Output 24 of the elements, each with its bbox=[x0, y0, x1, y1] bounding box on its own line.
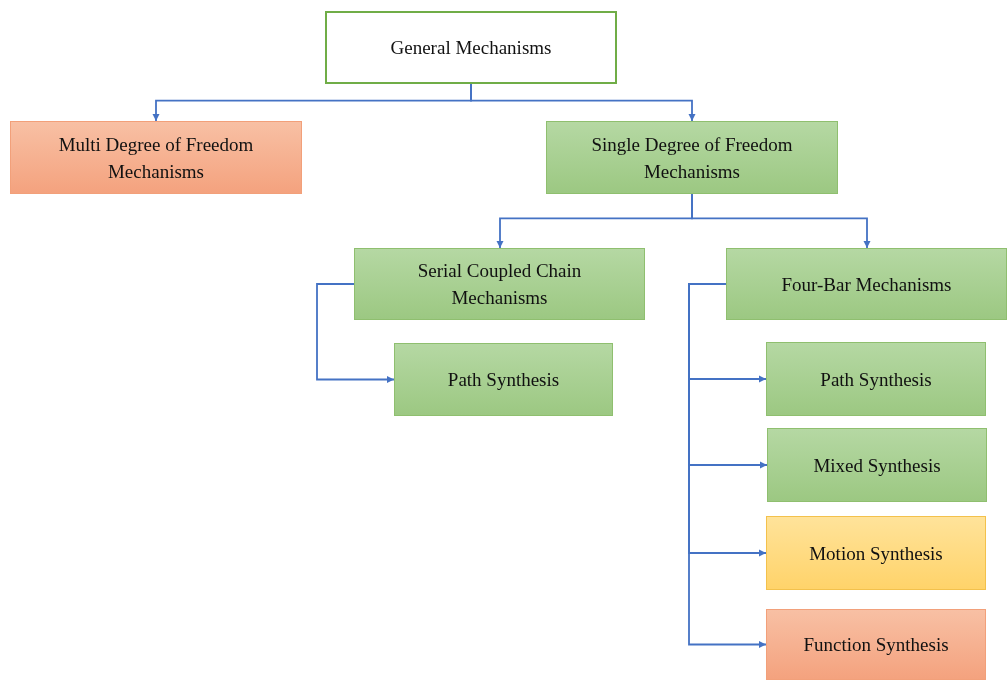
category-box bbox=[10, 121, 302, 194]
category-box bbox=[766, 342, 986, 416]
category-box bbox=[546, 121, 838, 194]
box-label: General Mechanisms bbox=[390, 36, 552, 60]
box-label: Function Synthesis bbox=[803, 633, 949, 657]
box-label: Single Degree of Freedom Mechanisms bbox=[590, 132, 794, 184]
category-box bbox=[726, 248, 1007, 320]
category-box bbox=[394, 343, 613, 416]
box-label: Motion Synthesis bbox=[809, 541, 943, 566]
box-label: Four-Bar Mechanisms bbox=[781, 272, 952, 297]
category-box bbox=[766, 609, 986, 680]
root-box bbox=[325, 11, 617, 84]
box-label: Path Synthesis bbox=[820, 367, 932, 392]
category-box bbox=[767, 428, 987, 502]
box-label: Mixed Synthesis bbox=[813, 453, 941, 478]
category-box bbox=[354, 248, 645, 320]
category-box bbox=[766, 516, 986, 590]
box-label: Path Synthesis bbox=[447, 368, 560, 392]
connector-arrow bbox=[470, 83, 696, 122]
box-label: Serial Coupled Chain Mechanisms bbox=[416, 259, 583, 310]
connector-arrow bbox=[316, 283, 395, 384]
box-label: Multi Degree of Freedom Mechanisms bbox=[57, 132, 255, 184]
connector-arrow bbox=[688, 283, 767, 649]
connector-arrow bbox=[691, 193, 871, 249]
